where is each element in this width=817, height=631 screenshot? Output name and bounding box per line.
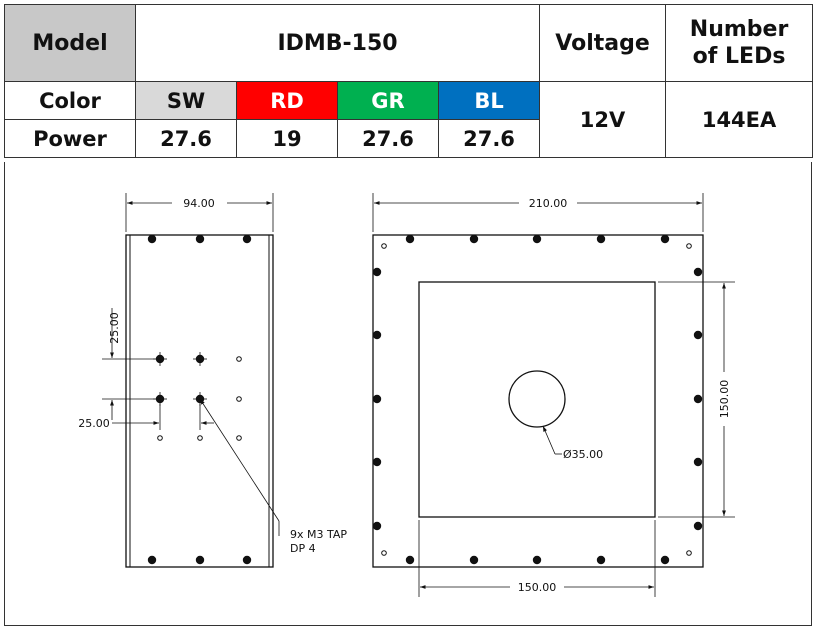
- channel-rd: RD: [236, 81, 338, 120]
- side-screw: [242, 234, 252, 244]
- pitch-v-label: 25.00: [108, 312, 121, 344]
- front-corner-hole: [381, 550, 387, 556]
- voltage-value: 12V: [539, 81, 667, 158]
- tap-hole-open: [157, 435, 163, 441]
- front-corner-hole: [686, 550, 692, 556]
- hole-dia-label: Ø35.00: [563, 448, 603, 461]
- emit-height-label: 150.00: [718, 380, 731, 419]
- side-screw: [195, 555, 205, 565]
- side-screw: [147, 234, 157, 244]
- leds-label-line2: of LEDs: [692, 44, 786, 69]
- front-screw: [372, 394, 382, 404]
- front-screw: [372, 330, 382, 340]
- channel-sw: SW: [135, 81, 237, 120]
- front-corner-hole: [686, 243, 692, 249]
- front-screw: [405, 555, 415, 565]
- side-width-label: 94.00: [183, 197, 215, 210]
- tap-leader: [199, 398, 280, 522]
- front-screw: [660, 234, 670, 244]
- spec-table: Model IDMB-150 Voltage Number of LEDs Co…: [4, 4, 814, 158]
- tap-hole: [155, 394, 165, 404]
- front-screw: [693, 521, 703, 531]
- front-width-label: 210.00: [529, 197, 568, 210]
- hole-leader: [542, 425, 556, 455]
- front-corner-hole: [381, 243, 387, 249]
- side-screw: [242, 555, 252, 565]
- front-view: 210.00 150.00 150.00 Ø35.00: [372, 193, 735, 597]
- tap-note-line2: DP 4: [290, 542, 316, 555]
- front-screw: [372, 457, 382, 467]
- front-screw: [693, 267, 703, 277]
- power-bl: 27.6: [437, 119, 541, 158]
- front-screw: [372, 267, 382, 277]
- front-screws: [372, 234, 703, 565]
- front-screw: [693, 394, 703, 404]
- tap-hole: [155, 354, 165, 364]
- tap-note-line1: 9x M3 TAP: [290, 528, 347, 541]
- power-label: Power: [4, 119, 136, 158]
- tap-hole-open: [197, 435, 203, 441]
- side-view: 94.00 25.00 25.00 9x M3 TAP DP 4: [78, 193, 347, 568]
- drawing-frame: [4, 162, 812, 626]
- voltage-label: Voltage: [539, 4, 667, 82]
- tap-hole-open: [236, 356, 242, 362]
- front-screw: [532, 555, 542, 565]
- leds-label-line1: Number: [689, 16, 789, 42]
- front-screw: [532, 234, 542, 244]
- emit-width-label: 150.00: [518, 581, 557, 594]
- model-label: Model: [4, 4, 136, 82]
- leds-value: 144EA: [665, 81, 814, 158]
- front-screw: [693, 457, 703, 467]
- front-screw: [596, 234, 606, 244]
- leds-label: Number of LEDs: [665, 4, 814, 82]
- tap-hole: [195, 354, 205, 364]
- front-screw: [469, 234, 479, 244]
- power-rd: 19: [236, 119, 338, 158]
- front-screw: [596, 555, 606, 565]
- front-screw: [372, 521, 382, 531]
- front-screw: [405, 234, 415, 244]
- front-screw: [693, 330, 703, 340]
- front-screw: [660, 555, 670, 565]
- tap-hole-open: [236, 435, 242, 441]
- channel-gr: GR: [337, 81, 439, 120]
- side-screws: [147, 234, 252, 565]
- power-sw: 27.6: [135, 119, 237, 158]
- power-gr: 27.6: [337, 119, 439, 158]
- tap-hole-open: [236, 396, 242, 402]
- center-hole: [508, 370, 566, 428]
- channel-bl: BL: [437, 81, 541, 120]
- side-screw: [195, 234, 205, 244]
- front-screw: [469, 555, 479, 565]
- side-screw: [147, 555, 157, 565]
- color-label: Color: [4, 81, 136, 120]
- pitch-h-label: 25.00: [78, 417, 110, 430]
